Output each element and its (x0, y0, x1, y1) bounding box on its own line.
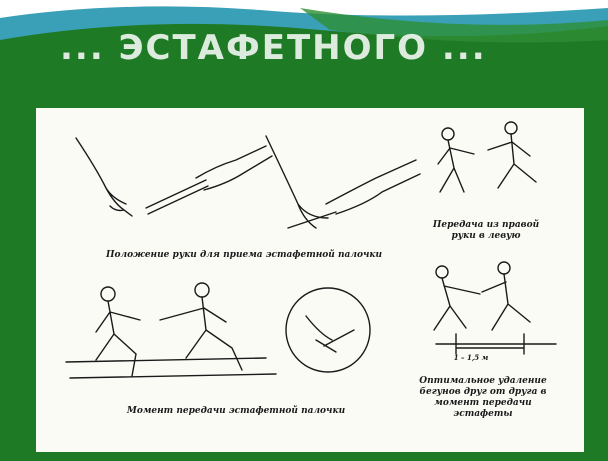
caption-handoff-moment: Момент передачи эстафетной палочки (76, 406, 396, 417)
illustration-panel: Положение руки для приема эстафетной пал… (36, 108, 584, 452)
caption-hand-position: Положение руки для приема эстафетной пал… (84, 250, 404, 261)
distance-label: 1 – 1,5 м (436, 352, 506, 363)
caption-optimal-distance: Оптимальное удаление бегунов друг от дру… (408, 376, 558, 420)
caption-right-to-left: Передача из правой руки в левую (426, 220, 546, 242)
slide-title: ... ЭСТАФЕТНОГО ... (60, 28, 560, 78)
